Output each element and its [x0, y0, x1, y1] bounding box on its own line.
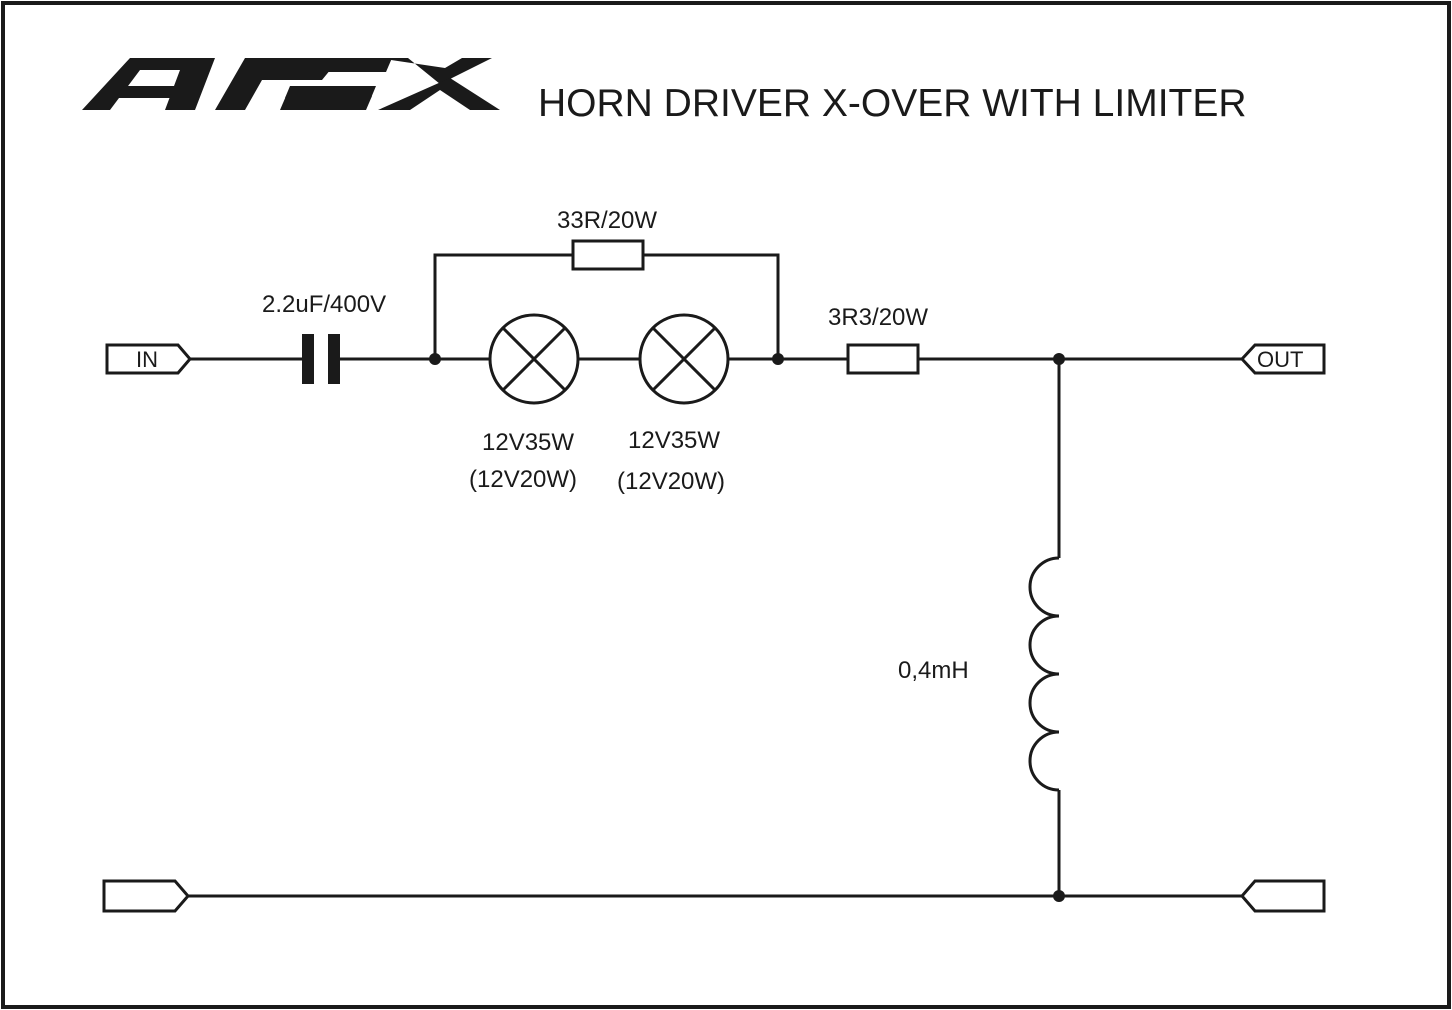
in-connector-label: IN [136, 347, 158, 372]
junction-dot [1053, 353, 1065, 365]
diagram-title: HORN DRIVER X-OVER WITH LIMITER [538, 82, 1247, 125]
ground-connector-left [102, 879, 190, 913]
junction-dot [1053, 890, 1065, 902]
junction-dot [429, 353, 441, 365]
in-connector: IN [105, 343, 192, 375]
ground-connector-right [1240, 879, 1326, 913]
lamp-2-alt-rating: (12V20W) [617, 468, 725, 495]
series-resistor-label: 3R3/20W [828, 304, 928, 331]
inductor: 0,4mH [898, 556, 1060, 792]
apex-logo [82, 58, 500, 110]
series-resistor: 3R3/20W [828, 304, 928, 375]
inductor-label: 0,4mH [898, 657, 969, 684]
bypass-resistor-label: 33R/20W [557, 207, 657, 234]
lamp-2: 12V35W (12V20W) [617, 313, 730, 495]
capacitor-label: 2.2uF/400V [262, 291, 386, 318]
capacitor: 2.2uF/400V [262, 291, 386, 384]
lamp-1: 12V35W (12V20W) [469, 313, 580, 493]
lamp-1-rating: 12V35W [482, 429, 574, 456]
junction-dots [429, 353, 1065, 902]
out-connector-label: OUT [1257, 347, 1303, 372]
bypass-resistor: 33R/20W [557, 207, 657, 271]
junction-dot [772, 353, 784, 365]
lamp-1-alt-rating: (12V20W) [469, 466, 577, 493]
lamp-2-rating: 12V35W [628, 427, 720, 454]
out-connector: OUT [1239, 343, 1326, 375]
signal-wires [188, 253, 1242, 898]
